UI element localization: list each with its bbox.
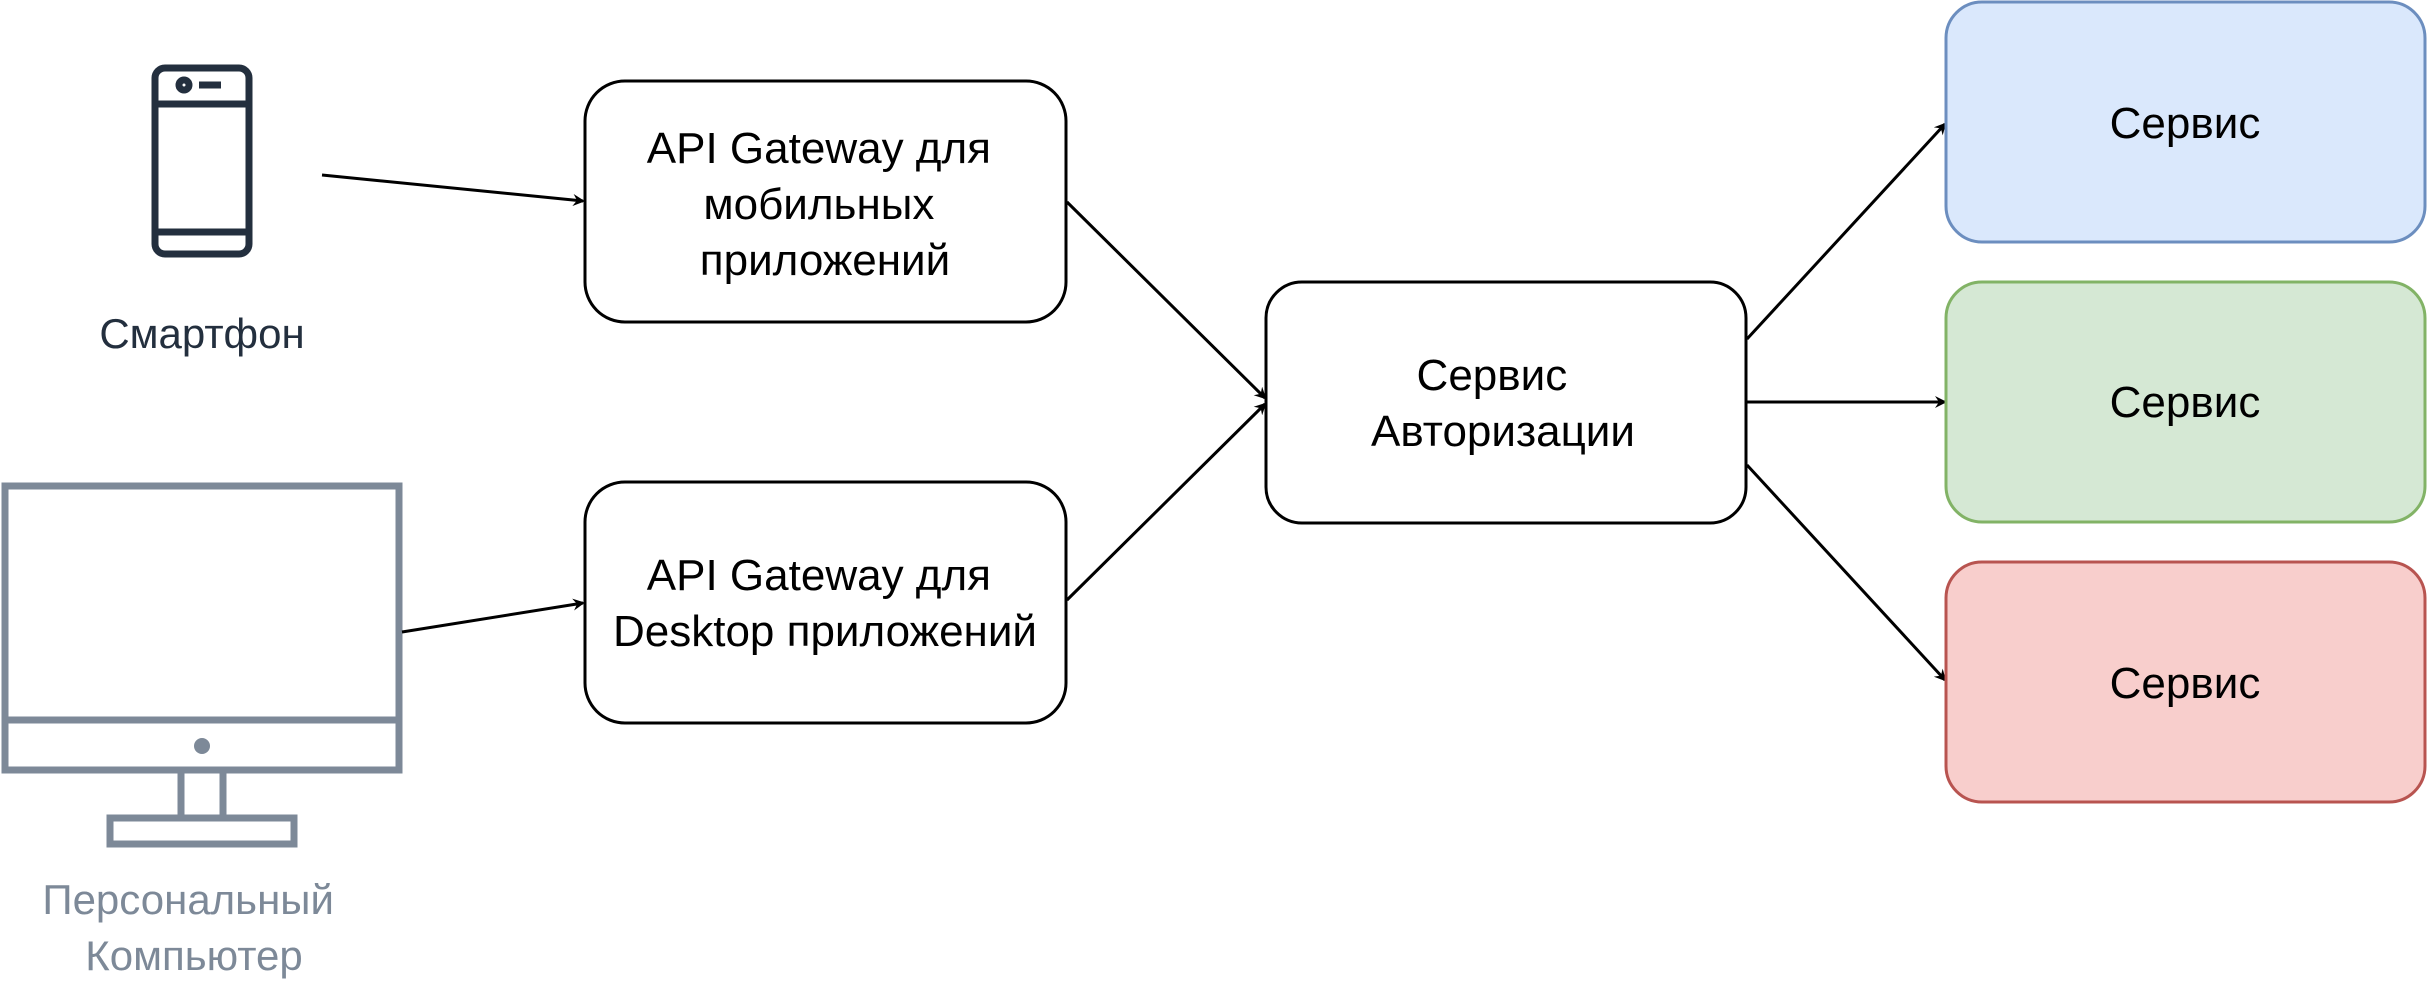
auth-service-line: Авторизации xyxy=(1371,407,1635,456)
mobile-gateway-line: приложений xyxy=(700,236,950,285)
service-box xyxy=(1944,280,2427,524)
service-node-1: Сервис xyxy=(1944,0,2427,244)
computer-label-line: Компьютер xyxy=(85,932,302,979)
mobile-gateway-node: API Gateway для мобильных приложений xyxy=(583,79,1068,324)
desktop-computer-icon xyxy=(1,482,403,848)
svg-text:API Gateway для мобильны: API Gateway для мобильных приложений xyxy=(647,124,1003,285)
arrow-auth-to-service-1 xyxy=(1745,122,1947,341)
service-box xyxy=(1944,0,2427,244)
connectors xyxy=(321,122,1947,682)
smartphone-icon xyxy=(151,64,253,258)
computer-label: Персональный Компьютер xyxy=(42,876,345,979)
service-node-3: Сервис xyxy=(1944,560,2427,804)
arrow-desktop-gateway-to-auth xyxy=(1065,402,1267,602)
mobile-gateway-line: мобильных xyxy=(703,180,934,229)
computer-label-line: Персональный xyxy=(42,876,334,923)
smartphone-label: Смартфон xyxy=(99,310,304,357)
service-node-2: Сервис xyxy=(1944,280,2427,524)
auth-service-line: Сервис xyxy=(1417,351,1568,400)
arrow-auth-to-service-3 xyxy=(1745,463,1947,682)
desktop-gateway-line: API Gateway для xyxy=(647,551,991,600)
arrow-mobile-gateway-to-auth xyxy=(1065,200,1267,400)
arrow-computer-to-desktop-gateway xyxy=(401,598,585,634)
mobile-gateway-line: API Gateway для xyxy=(647,124,991,173)
svg-text:Сервис Авторизации: Сервис Авторизации xyxy=(1371,351,1635,456)
service-label: Сервис xyxy=(2110,659,2261,708)
arrow-smartphone-to-mobile-gateway xyxy=(321,173,585,206)
auth-service-node: Сервис Авторизации xyxy=(1264,280,1748,525)
desktop-gateway-line: Desktop приложений xyxy=(613,607,1037,656)
service-box xyxy=(1944,560,2427,804)
desktop-gateway-node: API Gateway для Desktop приложений xyxy=(583,480,1068,725)
service-label: Сервис xyxy=(2110,99,2261,148)
service-label: Сервис xyxy=(2110,378,2261,427)
svg-text:API Gateway для Desktop: API Gateway для Desktop приложений xyxy=(613,551,1037,656)
